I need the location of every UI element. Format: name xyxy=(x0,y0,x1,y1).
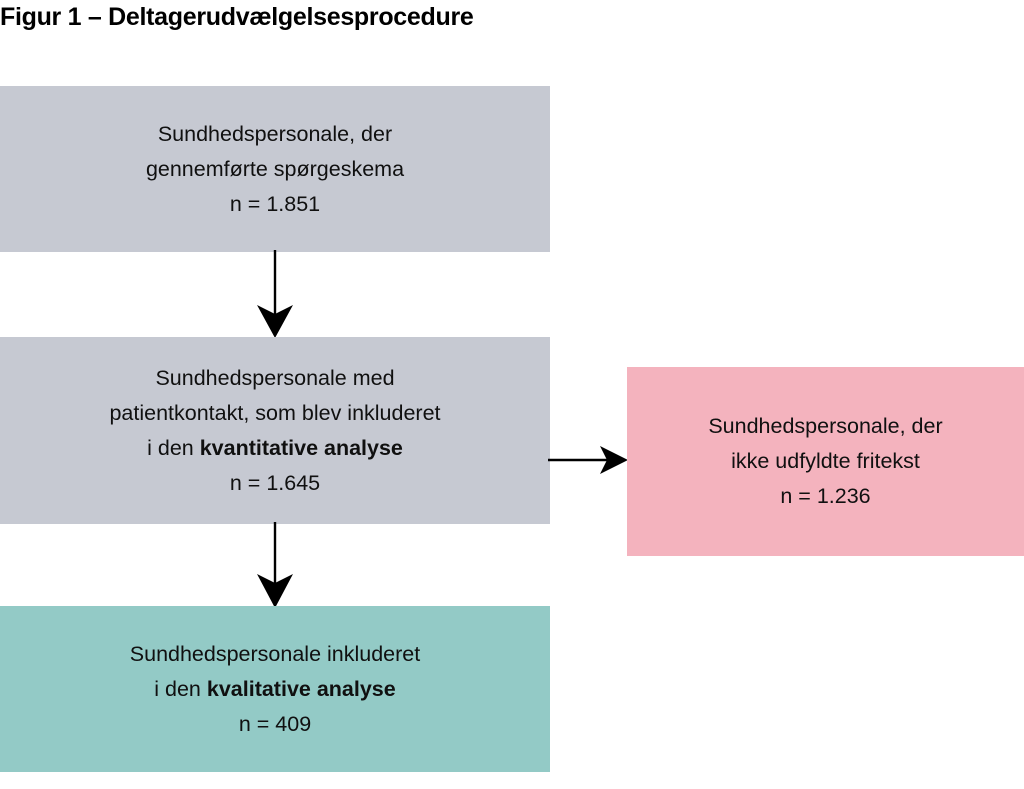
node-questionnaire-line-2: gennemførte spørgeskema xyxy=(145,156,405,181)
flow-node-questionnaire: Sundhedspersonale, der gennemførte spørg… xyxy=(0,86,550,252)
node-quantitative-line-3-plain: i den xyxy=(147,435,200,460)
node-excluded-line-1: Sundhedspersonale, der xyxy=(708,414,943,438)
node-questionnaire-line-1: Sundhedspersonale, der xyxy=(157,121,393,146)
arrow-down-quantitative-to-qualitative xyxy=(235,522,315,609)
node-quantitative-line-2: patientkontakt, som blev inkluderet xyxy=(109,400,441,425)
node-qualitative-count: n = 409 xyxy=(238,711,312,736)
node-quantitative-line-1: Sundhedspersonale med xyxy=(155,365,395,390)
figure-title: Figur 1 – Deltagerudvælgelsesprocedure xyxy=(0,3,474,31)
node-qualitative-line-2-plain: i den xyxy=(154,676,207,701)
flow-node-qualitative: Sundhedspersonale inkluderet i den kvali… xyxy=(0,606,550,772)
node-quantitative-line-3: i den kvantitative analyse xyxy=(147,431,403,466)
node-excluded-count: n = 1.236 xyxy=(780,484,871,508)
node-excluded-line-2: ikke udfyldte fritekst xyxy=(731,449,920,473)
node-qualitative-line-2: i den kvalitative analyse xyxy=(154,672,395,707)
flow-node-excluded-no-freetext: Sundhedspersonale, der ikke udfyldte fri… xyxy=(627,367,1024,556)
node-qualitative-line-1: Sundhedspersonale inkluderet xyxy=(129,641,421,666)
node-quantitative-line-3-emphasis: kvantitative analyse xyxy=(199,435,403,460)
arrow-down-questionnaire-to-quantitative xyxy=(235,250,315,340)
flow-node-quantitative: Sundhedspersonale med patientkontakt, so… xyxy=(0,337,550,524)
arrow-right-quantitative-to-excluded xyxy=(548,440,632,480)
node-questionnaire-count: n = 1.851 xyxy=(229,191,321,216)
node-quantitative-count: n = 1.645 xyxy=(229,470,321,495)
node-qualitative-line-2-emphasis: kvalitative analyse xyxy=(206,676,396,701)
